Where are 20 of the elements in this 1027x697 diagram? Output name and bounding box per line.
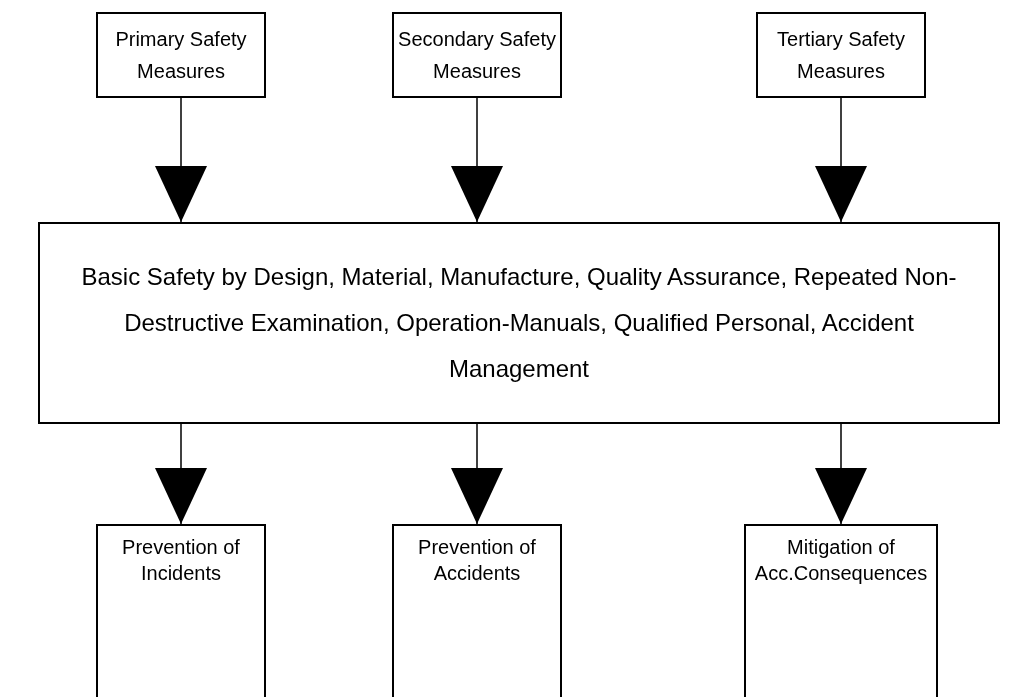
box-text: Prevention of Incidents [121,535,241,586]
arrow [155,423,207,525]
arrow [155,97,207,223]
text-box [38,222,1000,424]
arrow [815,423,867,525]
text-box [392,524,562,697]
text-box [96,12,266,98]
box-text: Basic Safety by Design, Material, Manufacture, Quality Assurance, Repeated Non-Destructive Examination, Operation-Manuals, Qualified Personal, Accident Management [80,262,958,384]
text-box [96,524,266,697]
arrow [451,97,503,223]
box-text: Primary Safety Measures [114,27,248,84]
text-box [744,524,938,697]
box-text: Secondary Safety Measures [398,27,556,84]
box-text: Tertiary Safety Measures [776,27,906,84]
arrow [451,423,503,525]
text-box [756,12,926,98]
box-text: Mitigation of Acc.Consequences [753,535,929,586]
text-box [392,12,562,98]
arrow [815,97,867,223]
box-text: Prevention of Accidents [417,535,537,586]
